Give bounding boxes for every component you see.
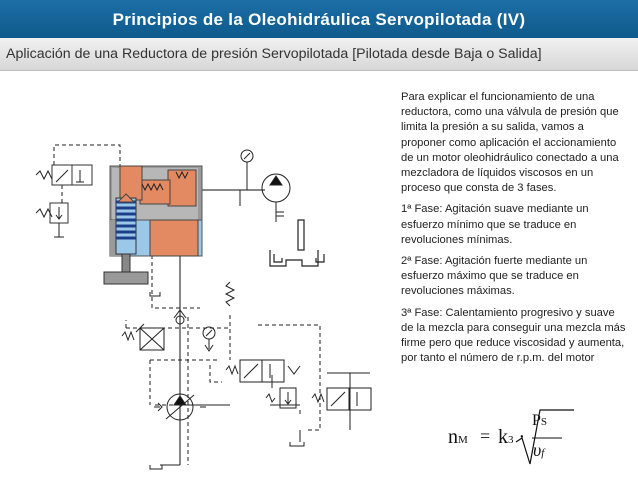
title-bar: Principios de la Oleohidráulica Servopil… — [0, 0, 638, 38]
spring-line — [224, 281, 236, 307]
directional-valve-right — [311, 387, 372, 411]
mixer-blade — [269, 219, 325, 267]
formula-n: nM — [448, 426, 468, 448]
subtitle-bar: Aplicación de una Reductora de presión S… — [0, 38, 638, 71]
phase-2-paragraph: 2ª Fase: Agitación fuerte mediante un es… — [401, 255, 588, 298]
formula-k: k3 · — [498, 426, 526, 448]
proportional-valve — [121, 323, 165, 351]
motor-speed-formula: nM = k3 · PS υf — [440, 402, 620, 472]
pilot-valve-left — [35, 164, 93, 186]
reducing-valve-body — [103, 165, 203, 285]
variable-pump — [154, 393, 206, 421]
relief-valve-center — [265, 387, 297, 409]
check-valve — [173, 309, 187, 325]
phase-1-paragraph: 1ª Fase: Agitación suave mediante un esf… — [401, 203, 589, 246]
hydraulic-motor — [261, 173, 291, 222]
relief-valve-left — [35, 202, 69, 238]
page-subtitle: Aplicación de una Reductora de presión S… — [6, 46, 542, 62]
tank-symbols — [149, 292, 305, 470]
description-text: Para explicar el funcionamiento de una r… — [401, 90, 627, 372]
formula-equals: = — [480, 426, 491, 446]
directional-valve-center — [225, 359, 301, 383]
intro-paragraph: Para explicar el funcionamiento de una r… — [401, 91, 619, 195]
pressure-gauge-top — [240, 149, 254, 190]
phase-3-paragraph: 3ª Fase: Calentamiento progresivo y suav… — [401, 306, 626, 365]
hydraulic-circuit-diagram — [35, 144, 372, 470]
formula-ps: PS — [532, 412, 548, 429]
page-title: Principios de la Oleohidráulica Servopil… — [112, 10, 526, 29]
formula-nu: υf — [533, 440, 545, 460]
sqrt-sign-icon — [515, 409, 574, 465]
pressure-gauge-middle — [202, 326, 216, 352]
